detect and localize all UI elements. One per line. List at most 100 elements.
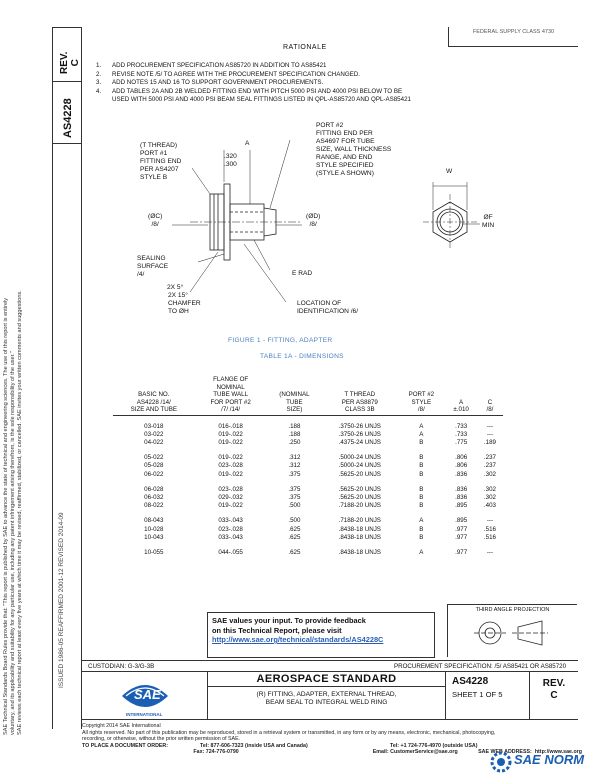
watermark-text: SAE NORM <box>514 752 585 767</box>
projection-symbol-icon <box>474 620 548 646</box>
w-label: W <box>446 168 453 175</box>
table-cell: B <box>419 470 424 478</box>
table-cell: B <box>419 485 424 493</box>
thread-label: (T THREAD) PORT #1 FITTING END PER AS420… <box>140 142 182 181</box>
sealing-surface-label: SEALING SURFACE /4/ <box>137 255 169 278</box>
table-cell: 05-028 <box>144 462 164 470</box>
rights-notice-2: recording, or otherwise, without the pri… <box>82 736 241 743</box>
table-cell: 019-.022 <box>218 454 243 462</box>
table-cell: .375 <box>288 485 301 493</box>
table-cell: .7188-20 UNJS <box>338 502 381 510</box>
table-cell: 03-018 <box>144 422 164 430</box>
dim-d-label: (ØD) /8/ <box>306 213 321 228</box>
left-title-column: REV. C AS4228 ISSUED 1986-05 REAFFIRMED … <box>52 27 82 729</box>
dimensions-table: BASIC NO. AS4228 /14/ SIZE AND TUBE FLAN… <box>113 376 503 557</box>
doc-number-block: AS4228 SHEET 1 OF 5 <box>446 672 530 720</box>
item-text: ADD TABLES 2A AND 2B WELDED FITTING END … <box>112 87 403 95</box>
table-cell: .237 <box>483 462 496 470</box>
table-cell: .312 <box>288 462 301 470</box>
table-cell: 019-.022 <box>218 502 243 510</box>
table-cell: B <box>419 493 424 501</box>
rev-label: REV. <box>542 678 566 689</box>
table-cell: .775 <box>455 438 468 446</box>
table-cell: .625 <box>288 525 301 533</box>
table-cell: --- <box>486 548 494 556</box>
table-cell: .5000-24 UNJS <box>338 462 381 470</box>
item-text: REVISE NOTE /5/ TO AGREE WITH THE PROCUR… <box>112 70 360 78</box>
table-cell: B <box>419 525 424 533</box>
rev-value: C <box>70 59 81 67</box>
table-title: TABLE 1A - DIMENSIONS <box>260 353 344 360</box>
item-number: 1. <box>96 62 102 69</box>
table-cell: .7188-20 UNJS <box>338 517 381 525</box>
table-cell: .500 <box>288 517 301 525</box>
table-cell: .189 <box>483 438 496 446</box>
third-angle-projection: THIRD ANGLE PROJECTION <box>447 604 577 657</box>
table-cell: 019-.022 <box>218 438 243 446</box>
custodian-row: CUSTODIAN: G-3/G-3B PROCUREMENT SPECIFIC… <box>82 660 578 672</box>
item-text: ADD PROCUREMENT SPECIFICATION AS85720 IN… <box>112 62 327 69</box>
order-row: TO PLACE A DOCUMENT ORDER: Tel: 877-606-… <box>82 743 582 750</box>
table-cell: .8438-18 UNJS <box>338 533 381 541</box>
table-body: 03-018 016-.018 .188 .3750-26 UNJS A .733 --- 0… <box>113 415 503 557</box>
table-cell: .977 <box>455 533 468 541</box>
email: Email: CustomerService@sae.org <box>372 749 458 756</box>
table-cell: A <box>419 430 424 438</box>
rev-value: C <box>550 690 558 701</box>
title-main: AEROSPACE STANDARD (R) FITTING, ADAPTER,… <box>208 672 446 720</box>
table-cell: .4375-24 UNJS <box>338 438 381 446</box>
table-cell: 10-055 <box>144 548 164 556</box>
table-header-row: BASIC NO. AS4228 /14/ SIZE AND TUBE FLAN… <box>113 376 503 416</box>
sae-logo-icon <box>122 685 168 707</box>
rev-vertical-label: REV. C <box>59 52 81 74</box>
table-cell: .733 <box>455 430 468 438</box>
chamfer-label: 2X 15° CHAMFER TO ØH <box>168 292 201 315</box>
order-label: TO PLACE A DOCUMENT ORDER: <box>82 742 169 749</box>
angle-label: 2X 5° <box>167 284 184 291</box>
table-cell: 05-022 <box>144 454 164 462</box>
table-cell: 06-028 <box>144 485 164 493</box>
table-cell: 016-.018 <box>218 422 243 430</box>
table-cell: .895 <box>455 517 468 525</box>
table-cell: B <box>419 533 424 541</box>
table-cell: 023-.028 <box>218 462 243 470</box>
table-cell: .302 <box>483 493 496 501</box>
web-address[interactable]: http://www.sae.org <box>534 749 582 756</box>
table-cell: .5625-20 UNJS <box>338 485 381 493</box>
table-cell: 019-.022 <box>218 430 243 438</box>
location-label: LOCATION OF IDENTIFICATION /6/ <box>297 300 359 315</box>
table-cell: .625 <box>288 533 301 541</box>
table-cell: 044-.055 <box>218 548 243 556</box>
standard-header: AEROSPACE STANDARD <box>208 672 445 687</box>
table-cell: 08-022 <box>144 502 164 510</box>
table-cell: B <box>419 454 424 462</box>
rationale-item: 2.REVISE NOTE /5/ TO AGREE WITH THE PROC… <box>96 71 536 80</box>
table-cell: .733 <box>455 422 468 430</box>
feedback-link[interactable]: http://www.sae.org/technical/standards/A… <box>212 635 384 644</box>
table-cell: .188 <box>288 422 301 430</box>
header-a: A ±.010 <box>445 376 477 416</box>
third-angle-label: THIRD ANGLE PROJECTION <box>475 607 550 613</box>
table-cell: .5625-20 UNJS <box>338 493 381 501</box>
table-cell: .250 <box>288 438 301 446</box>
legal-notice: SAE Technical Standards Board Rules prov… <box>3 30 24 735</box>
rationale-item: 1. ADD PROCUREMENT SPECIFICATION AS85720 … <box>96 62 536 71</box>
table-cell: 029-.032 <box>218 493 243 501</box>
fitting-drawing <box>172 139 480 303</box>
table-cell: .500 <box>288 502 301 510</box>
table-cell: .806 <box>455 454 468 462</box>
feedback-box: SAE values your input. To provide feedba… <box>207 612 435 658</box>
doc-number: AS4228 <box>452 676 489 687</box>
sae-logo: SAE INTERNATIONAL <box>82 672 208 720</box>
table-cell: .3750-26 UNJS <box>338 422 381 430</box>
feedback-line-1: SAE values your input. To provide feedba… <box>212 616 366 625</box>
table-cell: --- <box>486 422 494 430</box>
header-port-style: PORT #2 STYLE /8/ <box>397 376 446 416</box>
legal-line: SAE Technical Standards Board Rules prov… <box>3 297 9 735</box>
